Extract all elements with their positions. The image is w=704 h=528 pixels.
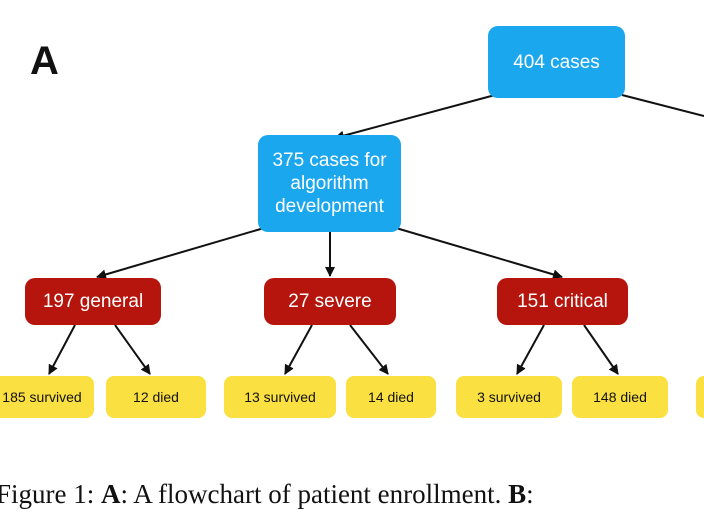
node-severe-died: 14 died bbox=[346, 376, 436, 418]
panel-label: A bbox=[30, 39, 59, 83]
caption-prefix: Figure 1: bbox=[0, 479, 101, 509]
node-critical-survived: 3 survived bbox=[456, 376, 562, 418]
node-severe: 27 severe bbox=[264, 278, 396, 325]
figure-caption: Figure 1: A: A flowchart of patient enro… bbox=[0, 478, 704, 510]
edge-root-to-offscreen bbox=[621, 94, 704, 117]
node-general-survived: 185 survived bbox=[0, 376, 94, 418]
edge-root-to-development bbox=[334, 94, 496, 141]
caption-label-a: A bbox=[101, 479, 121, 509]
edge-general-to-died bbox=[114, 324, 151, 375]
caption-label-b: B bbox=[508, 479, 527, 509]
caption-text-a: : A flowchart of patient enrollment. bbox=[120, 479, 509, 509]
edge-general-to-survived bbox=[48, 324, 76, 375]
edge-development-to-general bbox=[96, 227, 265, 280]
edge-critical-to-survived bbox=[516, 324, 545, 375]
node-critical: 151 critical bbox=[497, 278, 628, 325]
node-critical-died: 148 died bbox=[572, 376, 668, 418]
node-general: 197 general bbox=[25, 278, 161, 325]
edge-development-to-critical bbox=[395, 227, 563, 280]
node-offscreen-partial bbox=[696, 376, 704, 418]
edge-severe-to-died bbox=[349, 324, 389, 375]
node-algorithm-development: 375 cases for algorithm development bbox=[258, 135, 401, 232]
node-severe-survived: 13 survived bbox=[224, 376, 336, 418]
caption-text-b: : bbox=[526, 479, 534, 509]
node-total-cases: 404 cases bbox=[488, 26, 625, 98]
node-general-died: 12 died bbox=[106, 376, 206, 418]
edge-critical-to-died bbox=[583, 324, 619, 375]
edge-severe-to-survived bbox=[284, 324, 313, 375]
